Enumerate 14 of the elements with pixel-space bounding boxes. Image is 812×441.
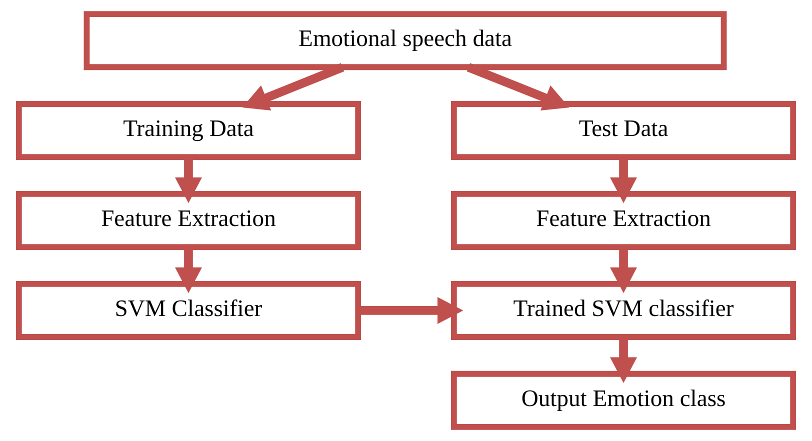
arrow [174, 157, 202, 204]
arrow [174, 247, 202, 294]
node-box: Test Data [450, 101, 796, 160]
node-box: Output Emotion class [450, 370, 796, 430]
node-box: Emotional speech data [84, 11, 727, 70]
arrow [610, 337, 638, 384]
node-box: Feature Extraction [16, 191, 362, 250]
node-box: Training Data [16, 101, 362, 160]
arrow [358, 296, 464, 324]
node-box: SVM Classifier [16, 280, 362, 340]
arrow [610, 247, 638, 294]
arrow [610, 157, 638, 204]
node-box: Trained SVM classifier [450, 280, 796, 340]
node-box: Feature Extraction [450, 191, 796, 250]
